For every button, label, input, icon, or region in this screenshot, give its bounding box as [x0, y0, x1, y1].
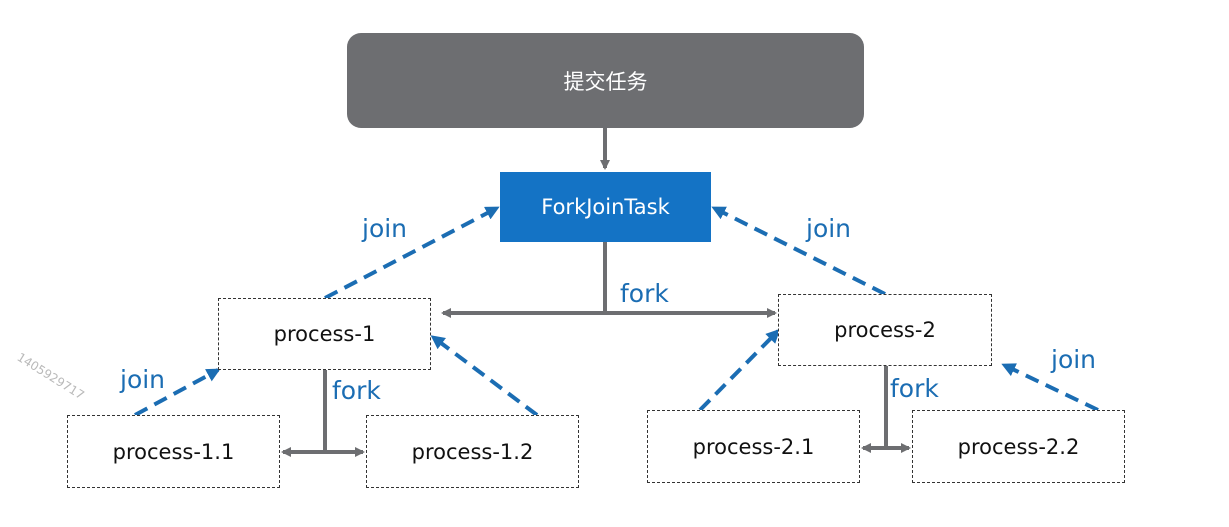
join-bottom-right-label: join [1051, 345, 1097, 374]
join-p12-arrow [430, 335, 539, 417]
process-1-1-node: process-1.1 [67, 415, 280, 488]
process-2-1-node: process-2.1 [647, 410, 860, 483]
submit-task-node: 提交任务 [347, 33, 864, 128]
join-top-left-arrow [324, 206, 500, 300]
join-top-left-label: join [362, 214, 408, 243]
join-top-right-arrow [711, 206, 886, 296]
join-p21-arrow [698, 328, 781, 412]
fork-left-label: fork [332, 376, 381, 405]
process-2-2-node: process-2.2 [912, 410, 1125, 483]
process-1-node: process-1 [218, 298, 431, 370]
forkjointask-node: ForkJoinTask [500, 172, 711, 242]
process-2-node: process-2 [778, 294, 992, 366]
join-p11-arrow [134, 368, 221, 417]
fork-right-label: fork [890, 374, 939, 403]
join-bottom-left-label: join [120, 365, 166, 394]
process-1-2-node: process-1.2 [366, 415, 579, 488]
fork-top-label: fork [620, 279, 669, 308]
join-top-right-label: join [806, 214, 852, 243]
join-p22-arrow [1001, 363, 1099, 412]
